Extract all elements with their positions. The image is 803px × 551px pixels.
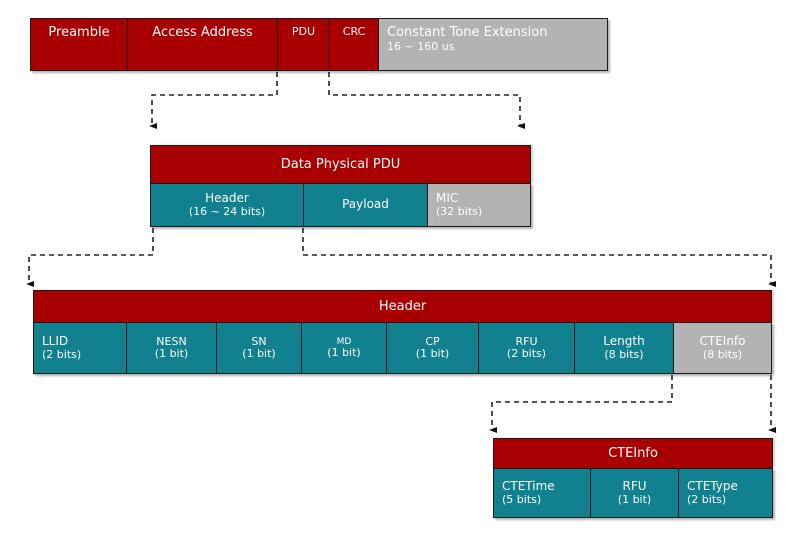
header-field-cteinfo-detail: (8 bits)	[702, 347, 743, 361]
pdu-field-header-label: Header	[205, 191, 249, 206]
header-field-sn-detail: (1 bit)	[242, 347, 276, 360]
header-field-cp-detail: (1 bit)	[415, 347, 450, 360]
header-title: Header	[33, 290, 772, 322]
header-field-md-label: MD	[336, 336, 352, 347]
cteinfo-field-ctetype-detail: (2 bits)	[687, 492, 727, 506]
cteinfo-title: CTEInfo	[493, 438, 773, 468]
pdu-field-payload-label: Payload	[342, 197, 389, 212]
pdu-field-header[interactable]: Header (16 ~ 24 bits)	[151, 184, 303, 226]
packet-row: Preamble Access Address PDU CRC Constant…	[30, 18, 608, 71]
pdu-field-mic-detail: (32 bits)	[436, 204, 483, 218]
packet-field-access-address-label: Access Address	[152, 25, 253, 40]
connector-pdu-left	[149, 72, 278, 129]
cteinfo-field-ctetype[interactable]: CTEType (2 bits)	[678, 469, 772, 517]
connector-header-left	[26, 228, 154, 287]
data-physical-pdu-title-label: Data Physical PDU	[280, 157, 401, 172]
connector-cteinfo-left	[489, 375, 673, 433]
header-field-nesn-label: NESN	[156, 334, 187, 348]
packet-field-crc[interactable]: CRC	[329, 19, 378, 70]
pdu-field-header-detail: (16 ~ 24 bits)	[188, 204, 266, 218]
packet-field-constant-tone-extension[interactable]: Constant Tone Extension 16 ~ 160 us	[378, 19, 607, 70]
header-field-length-label: Length	[603, 334, 645, 349]
connector-pdu-right	[328, 72, 525, 129]
packet-field-access-address[interactable]: Access Address	[127, 19, 277, 70]
cteinfo-field-rfu-label: RFU	[622, 479, 647, 494]
pdu-field-mic[interactable]: MIC (32 bits)	[427, 184, 530, 226]
packet-field-crc-label: CRC	[342, 25, 366, 38]
cteinfo-field-ctetime-label: CTETime	[502, 479, 555, 494]
packet-field-cte-label: Constant Tone Extension	[387, 25, 548, 40]
data-physical-pdu-row: Header (16 ~ 24 bits) Payload MIC (32 bi…	[150, 183, 531, 227]
pdu-field-mic-label: MIC	[436, 191, 459, 206]
cteinfo-field-ctetime-detail: (5 bits)	[502, 492, 542, 506]
header-field-rfu-detail: (2 bits)	[506, 347, 547, 360]
pdu-field-payload[interactable]: Payload	[303, 184, 427, 226]
cteinfo-title-label: CTEInfo	[608, 446, 658, 461]
cteinfo-field-ctetype-label: CTEType	[687, 479, 738, 494]
packet-field-cte-detail: 16 ~ 160 us	[387, 39, 455, 53]
header-field-cteinfo[interactable]: CTEInfo (8 bits)	[673, 323, 771, 373]
header-field-sn-label: SN	[251, 334, 267, 348]
header-field-md[interactable]: MD (1 bit)	[301, 323, 386, 373]
header-field-llid-label: LLID	[42, 334, 69, 349]
connector-header-right	[302, 228, 776, 287]
header-row: LLID (2 bits) NESN (1 bit) SN (1 bit) MD…	[33, 322, 772, 374]
packet-field-preamble-label: Preamble	[48, 25, 110, 40]
packet-field-pdu-label: PDU	[291, 25, 316, 38]
header-field-llid-detail: (2 bits)	[42, 347, 82, 361]
header-field-md-detail: (1 bit)	[327, 345, 361, 359]
header-field-cp-label: CP	[425, 334, 440, 348]
header-field-cp[interactable]: CP (1 bit)	[386, 323, 478, 373]
header-field-rfu-label: RFU	[515, 334, 538, 348]
header-title-label: Header	[378, 299, 427, 314]
cteinfo-field-rfu-detail: (1 bit)	[617, 492, 652, 506]
header-field-cteinfo-label: CTEInfo	[699, 334, 746, 349]
header-field-llid[interactable]: LLID (2 bits)	[34, 323, 126, 373]
packet-field-preamble[interactable]: Preamble	[31, 19, 127, 70]
cteinfo-field-rfu[interactable]: RFU (1 bit)	[590, 469, 678, 517]
header-field-nesn-detail: (1 bit)	[154, 347, 189, 360]
header-field-length[interactable]: Length (8 bits)	[574, 323, 673, 373]
data-physical-pdu-title: Data Physical PDU	[150, 145, 531, 183]
header-field-sn[interactable]: SN (1 bit)	[216, 323, 301, 373]
cteinfo-field-ctetime[interactable]: CTETime (5 bits)	[494, 469, 590, 517]
packet-field-pdu[interactable]: PDU	[277, 19, 329, 70]
cteinfo-row: CTETime (5 bits) RFU (1 bit) CTEType (2 …	[493, 468, 773, 518]
header-field-nesn[interactable]: NESN (1 bit)	[126, 323, 216, 373]
header-field-length-detail: (8 bits)	[604, 347, 644, 361]
header-field-rfu[interactable]: RFU (2 bits)	[478, 323, 574, 373]
